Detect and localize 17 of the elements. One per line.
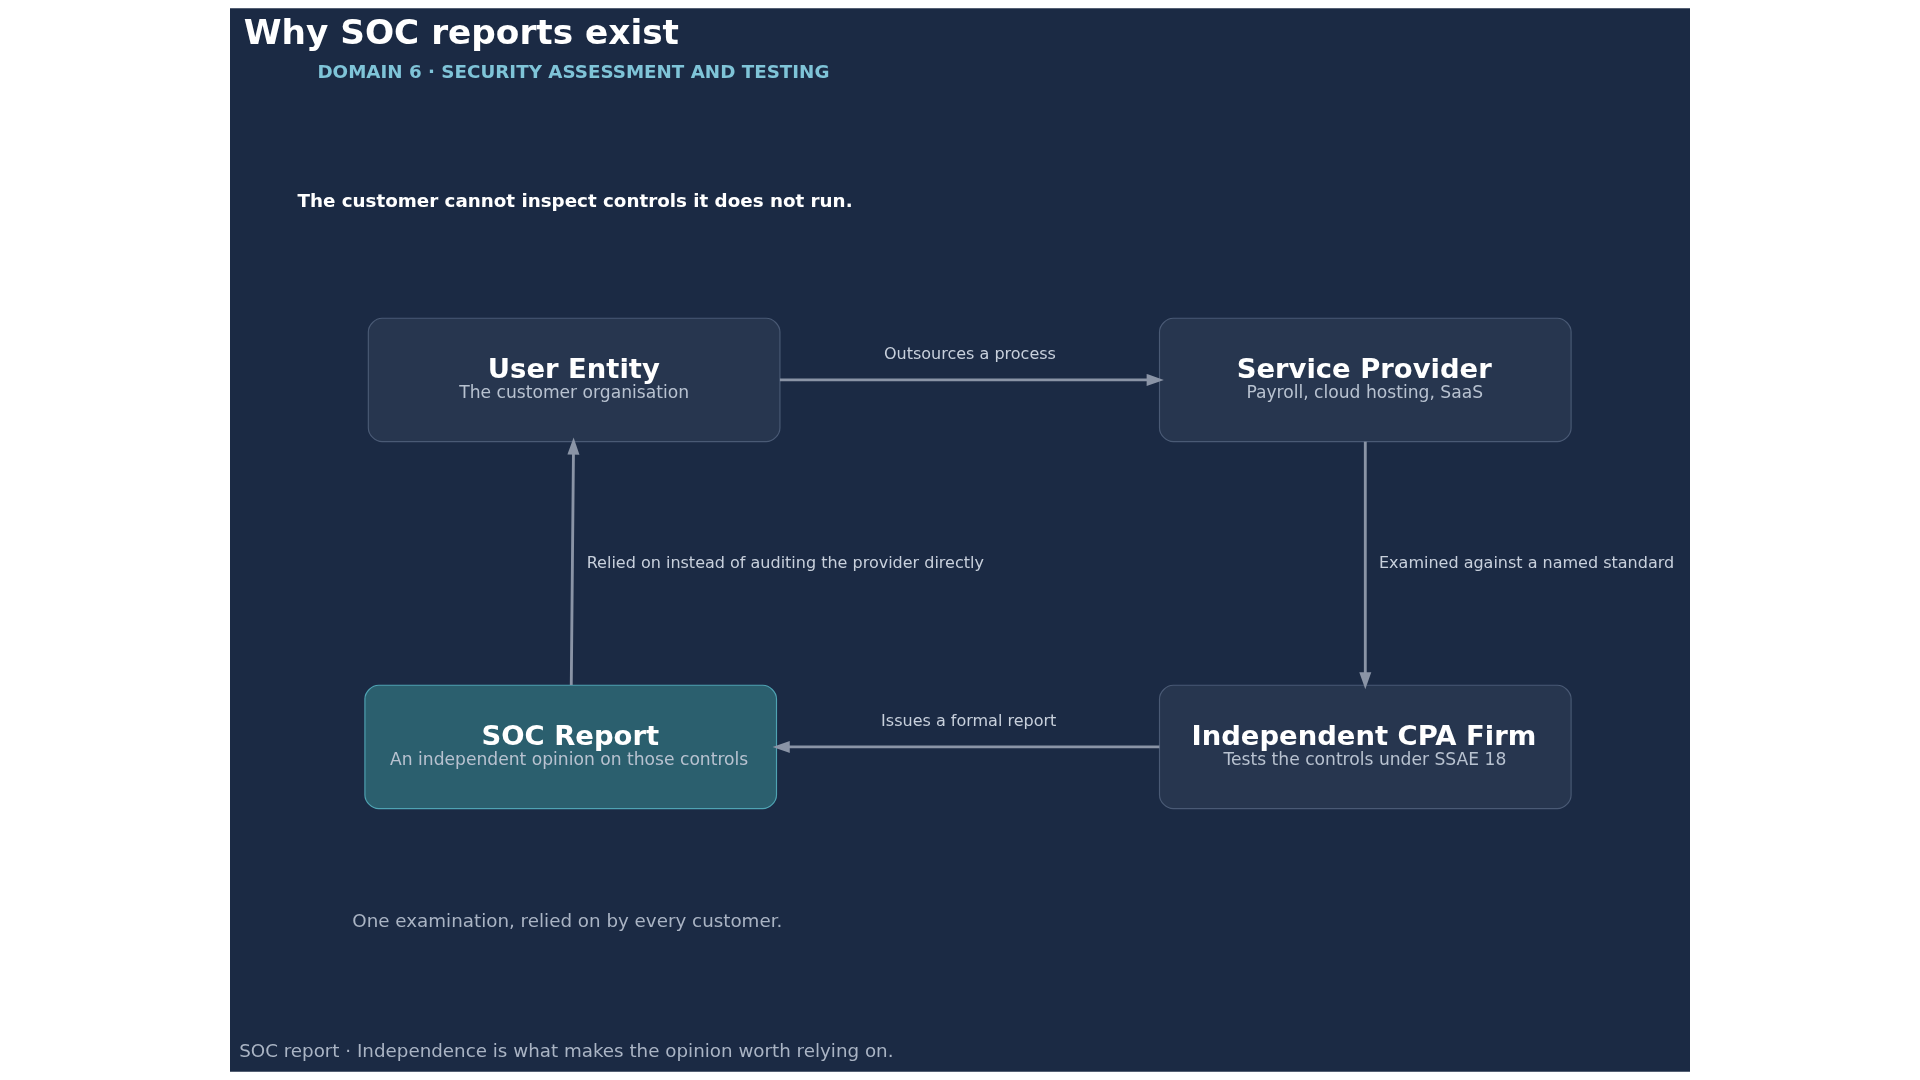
node-box: Service Provider Payroll, cloud hosting, SaaS bbox=[1158, 317, 1572, 443]
label: One examination, relied on by every customer. bbox=[352, 910, 783, 932]
arrow bbox=[1359, 441, 1372, 690]
edge-label: Outsources a process bbox=[883, 344, 1056, 364]
arrow bbox=[772, 740, 1160, 753]
label: DOMAIN 6 · SECURITY ASSESSMENT AND TESTING bbox=[317, 60, 830, 82]
diagram-title: Why SOC reports exist bbox=[243, 11, 679, 52]
arrow bbox=[567, 437, 580, 686]
node-box: User Entity The customer organisation bbox=[367, 317, 781, 443]
label: SOC report · Independence is what makes the opinion worth relying on. bbox=[239, 1039, 894, 1061]
label: The customer cannot inspect controls it does not run. bbox=[297, 190, 853, 212]
node-box: Independent CPA Firm Tests the controls under SSAE 18 bbox=[1158, 684, 1572, 810]
edge-label: Issues a formal report bbox=[881, 711, 1057, 731]
edge-label: Relied on instead of auditing the provider directly bbox=[586, 553, 984, 573]
arrow bbox=[779, 373, 1164, 386]
node-box: SOC Report An independent opinion on those controls bbox=[364, 684, 778, 810]
edge-label: Examined against a named standard bbox=[1379, 553, 1675, 573]
